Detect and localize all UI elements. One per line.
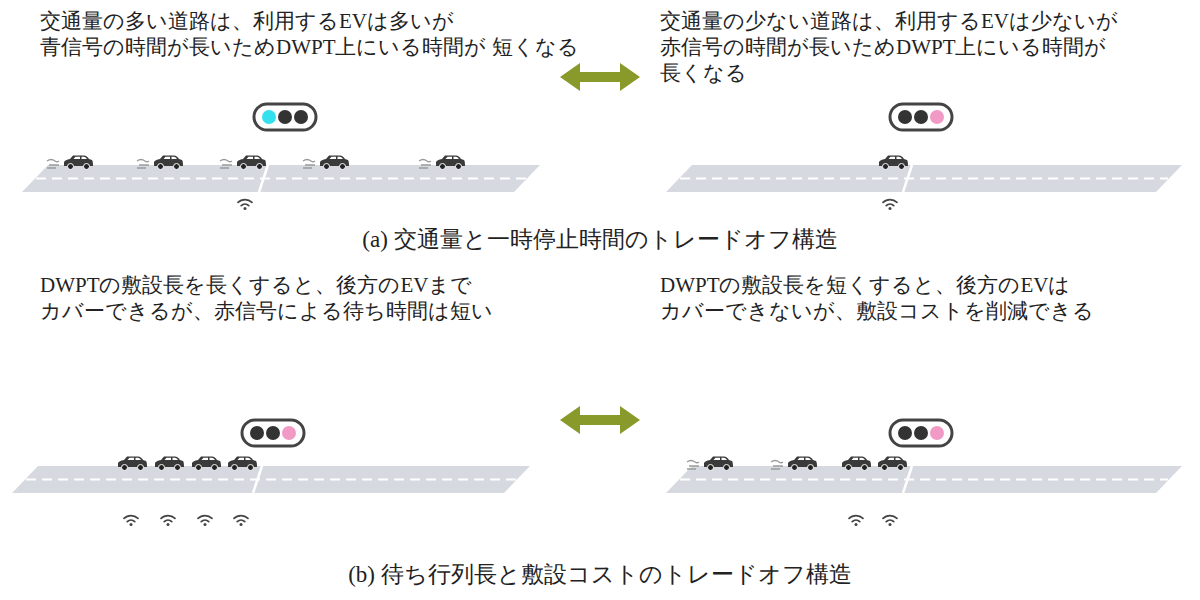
busy-road-scene [22,104,540,210]
ev-car [192,457,221,471]
stop-line [903,165,912,192]
stop-line [903,466,912,493]
traffic-light-red [890,420,952,446]
ev-car [155,457,184,471]
motion-lines [687,461,699,470]
motion-lines [303,160,315,169]
ev-car [878,457,907,471]
dwpt-coil [883,200,897,210]
ev-car [118,457,147,471]
stop-line [253,466,262,493]
ev-car [64,156,93,170]
motion-lines [220,160,232,169]
ev-car [704,457,733,471]
ev-car [237,156,266,170]
ev-car [436,156,465,170]
ev-car [154,156,183,170]
motion-lines [137,160,149,169]
ev-car [228,457,257,471]
dwpt-coil [234,516,248,526]
dwpt-coil [124,516,138,526]
dwpt-coil [198,516,212,526]
double-arrow [560,406,640,434]
figure-caption: (a) 交通量と一時停止時間のトレードオフ構造 [0,226,1200,254]
road [666,165,1182,192]
traffic-light-red [890,104,952,130]
lane-line [680,479,1168,481]
motion-lines [47,160,59,169]
scene-note: DWPTの敷設長を長くすると、後方のEVまで カバーできるが、赤信号による待ち時… [40,272,580,324]
quiet-road-scene [666,104,1182,210]
ev-car [320,156,349,170]
ev-car [879,156,908,170]
double-arrow [560,63,640,91]
traffic-light-green [254,104,316,130]
short-dwpt-scene [666,420,1182,526]
traffic-light-red [242,420,304,446]
ev-car [788,457,817,471]
road [12,466,530,493]
scene-note: 交通量の少ない道路は、利用するEVは少ないが 赤信号の時間が長いためDWPT上に… [660,8,1190,86]
motion-lines [419,160,431,169]
scene-note: DWPTの敷設長を短くすると、後方のEVは カバーできないが、敷設コストを削減で… [660,272,1190,324]
ev-car [842,457,871,471]
long-dwpt-scene [12,420,530,526]
dwpt-coil [883,516,897,526]
dwpt-coil [238,200,252,210]
dwpt-coil [161,516,175,526]
road [22,165,540,192]
road [666,466,1182,493]
figure-caption: (b) 待ち行列長と敷設コストのトレードオフ構造 [0,561,1200,589]
dwpt-coil [849,516,863,526]
lane-line [36,178,526,180]
motion-lines [771,461,783,470]
lane-line [680,178,1168,180]
scene-note: 交通量の多い道路は、利用するEVは多いが 青信号の時間が長いためDWPT上にいる… [40,8,580,60]
lane-line [26,479,516,481]
